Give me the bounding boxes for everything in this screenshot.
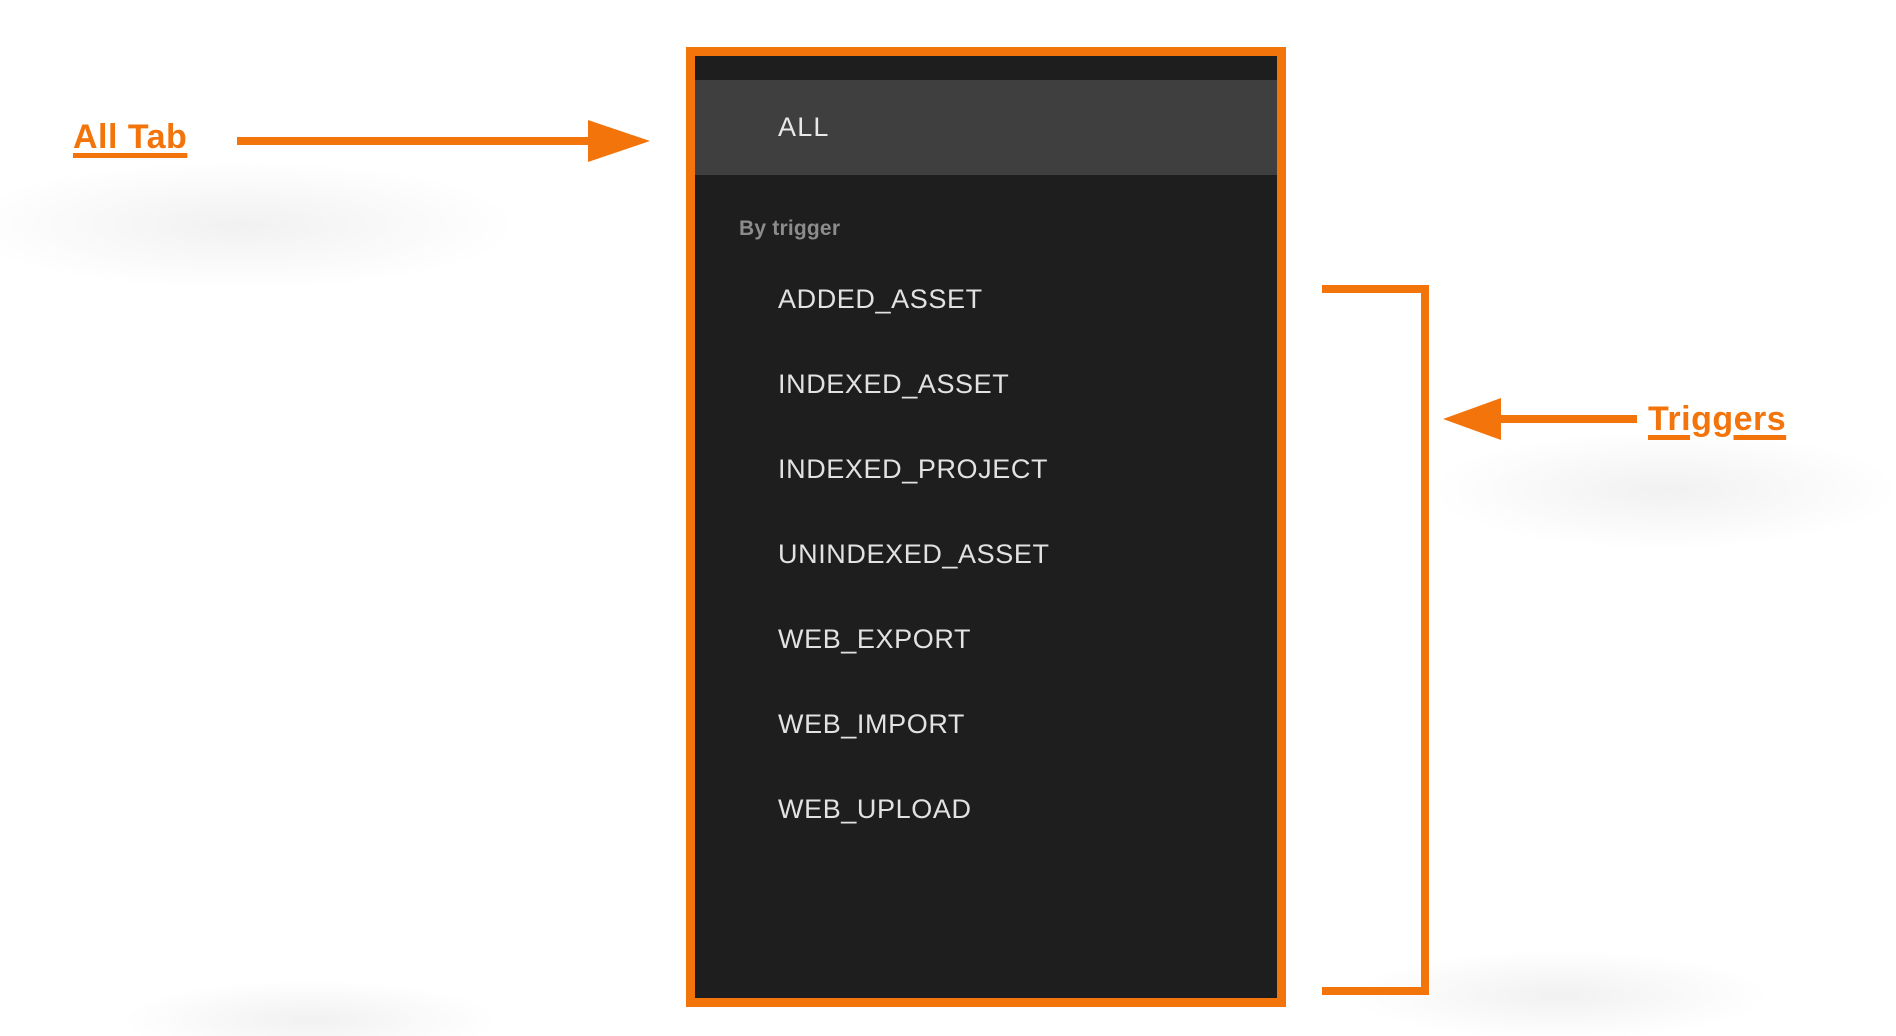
panel-inner: ALL By trigger ADDED_ASSET INDEXED_ASSET… — [695, 56, 1277, 998]
trigger-filter-panel: ALL By trigger ADDED_ASSET INDEXED_ASSET… — [686, 47, 1286, 1007]
menu-item-indexed-project[interactable]: INDEXED_PROJECT — [695, 427, 1277, 512]
menu-item-web-import[interactable]: WEB_IMPORT — [695, 682, 1277, 767]
annotation-arrow-shaft-all-tab — [237, 137, 592, 145]
panel-top-strip — [695, 56, 1277, 80]
menu-item-label: INDEXED_PROJECT — [778, 454, 1049, 484]
menu-item-label: WEB_IMPORT — [778, 709, 966, 739]
annotation-bracket-bottom — [1322, 987, 1429, 995]
menu-item-web-export[interactable]: WEB_EXPORT — [695, 597, 1277, 682]
menu-item-label: WEB_EXPORT — [778, 624, 972, 654]
menu-item-unindexed-asset[interactable]: UNINDEXED_ASSET — [695, 512, 1277, 597]
menu-item-added-asset[interactable]: ADDED_ASSET — [695, 257, 1277, 342]
annotation-bracket-right — [1421, 285, 1429, 995]
menu-item-web-upload[interactable]: WEB_UPLOAD — [695, 767, 1277, 852]
menu-item-label: ADDED_ASSET — [778, 284, 983, 314]
tab-all-label: ALL — [778, 112, 830, 142]
annotation-arrow-shaft-triggers — [1497, 415, 1637, 423]
group-label-by-trigger: By trigger — [739, 217, 841, 240]
left-arrow-icon — [1443, 398, 1501, 440]
background-blob — [120, 980, 500, 1036]
menu-item-label: WEB_UPLOAD — [778, 794, 972, 824]
annotation-bracket-top — [1322, 285, 1429, 293]
right-arrow-icon — [588, 120, 650, 162]
background-blob — [0, 160, 520, 290]
menu-item-label: UNINDEXED_ASSET — [778, 539, 1050, 569]
annotation-label-all-tab: All Tab — [73, 118, 188, 156]
background-blob — [1430, 430, 1896, 550]
menu-item-indexed-asset[interactable]: INDEXED_ASSET — [695, 342, 1277, 427]
menu-item-label: INDEXED_ASSET — [778, 369, 1010, 399]
annotation-label-triggers: Triggers — [1648, 400, 1787, 438]
tab-all[interactable]: ALL — [695, 80, 1277, 175]
trigger-menu-list: ADDED_ASSET INDEXED_ASSET INDEXED_PROJEC… — [695, 247, 1277, 852]
